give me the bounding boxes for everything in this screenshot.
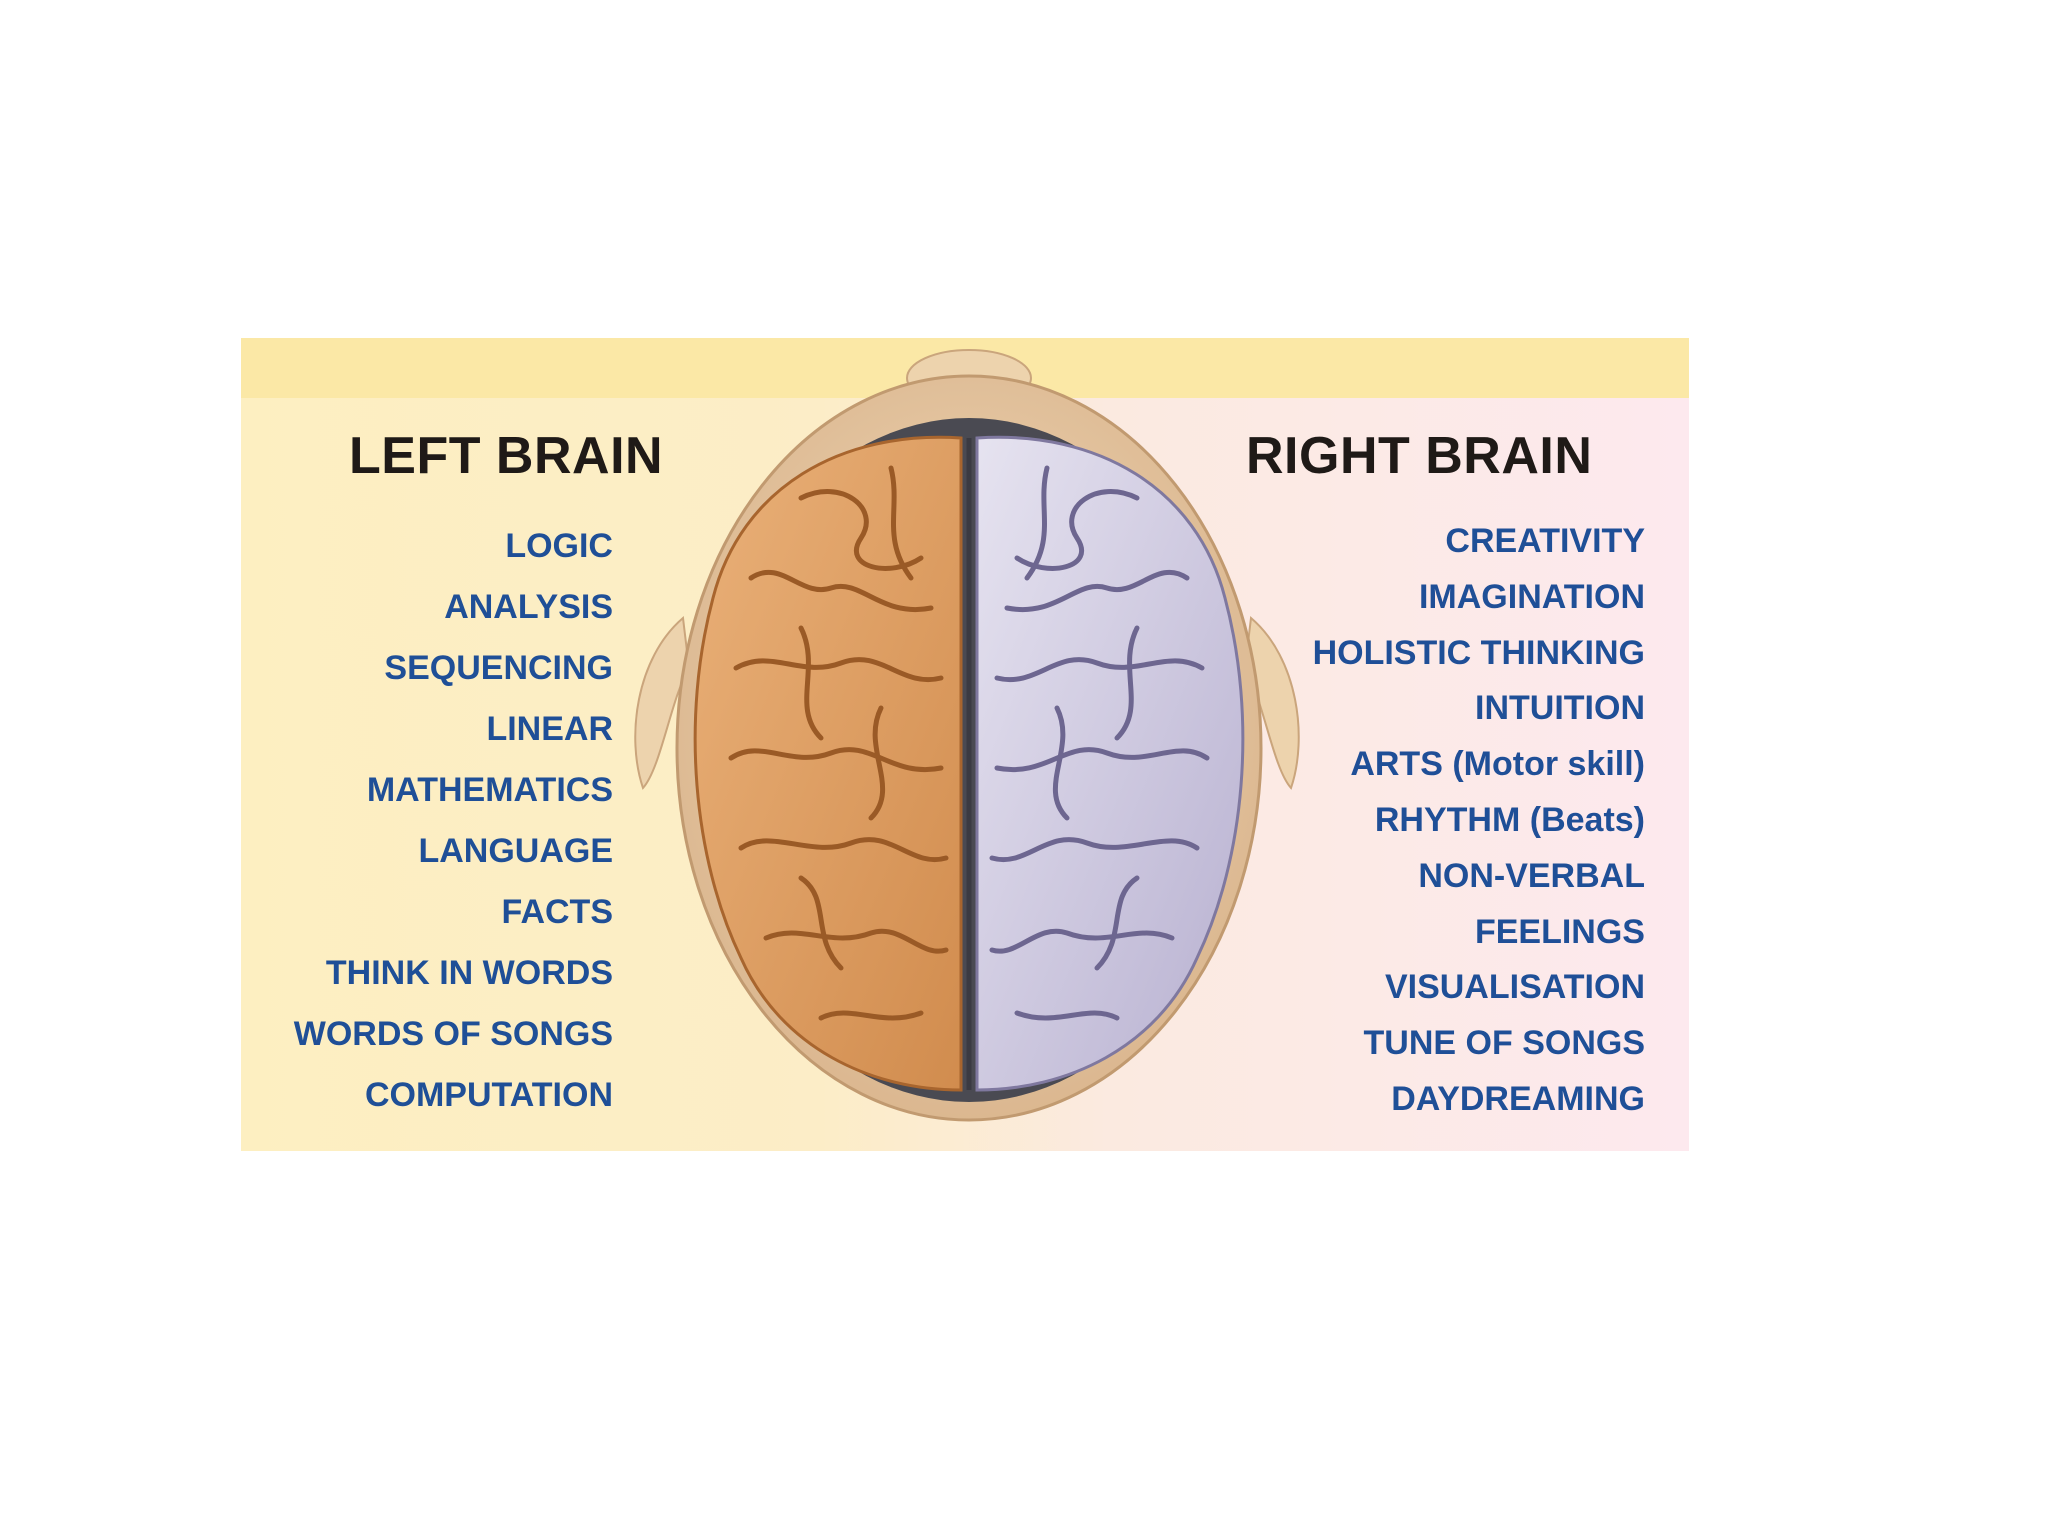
list-item: INTUITION (1241, 681, 1645, 737)
list-item: SEQUENCING (261, 638, 613, 699)
list-item: FEELINGS (1241, 905, 1645, 961)
list-item: NON-VERBAL (1241, 849, 1645, 905)
list-item: COMPUTATION (261, 1065, 613, 1126)
list-item: HOLISTIC THINKING (1241, 626, 1645, 682)
list-item: VISUALISATION (1241, 960, 1645, 1016)
right-brain-heading: RIGHT BRAIN (1246, 426, 1592, 486)
list-item: LINEAR (261, 699, 613, 760)
right-brain-list: CREATIVITY IMAGINATION HOLISTIC THINKING… (1241, 514, 1645, 1128)
list-item: TUNE OF SONGS (1241, 1016, 1645, 1072)
list-item: LANGUAGE (261, 821, 613, 882)
brain-diagram: LEFT BRAIN RIGHT BRAIN LOGIC ANALYSIS SE… (241, 338, 1689, 1151)
list-item: IMAGINATION (1241, 570, 1645, 626)
list-item: FACTS (261, 882, 613, 943)
list-item: ANALYSIS (261, 577, 613, 638)
list-item: MATHEMATICS (261, 760, 613, 821)
list-item: THINK IN WORDS (261, 943, 613, 1004)
list-item: RHYTHM (Beats) (1241, 793, 1645, 849)
left-brain-heading: LEFT BRAIN (349, 426, 663, 486)
list-item: ARTS (Motor skill) (1241, 737, 1645, 793)
list-item: WORDS OF SONGS (261, 1004, 613, 1065)
list-item: CREATIVITY (1241, 514, 1645, 570)
left-brain-list: LOGIC ANALYSIS SEQUENCING LINEAR MATHEMA… (261, 516, 613, 1126)
list-item: LOGIC (261, 516, 613, 577)
list-item: DAYDREAMING (1241, 1072, 1645, 1128)
